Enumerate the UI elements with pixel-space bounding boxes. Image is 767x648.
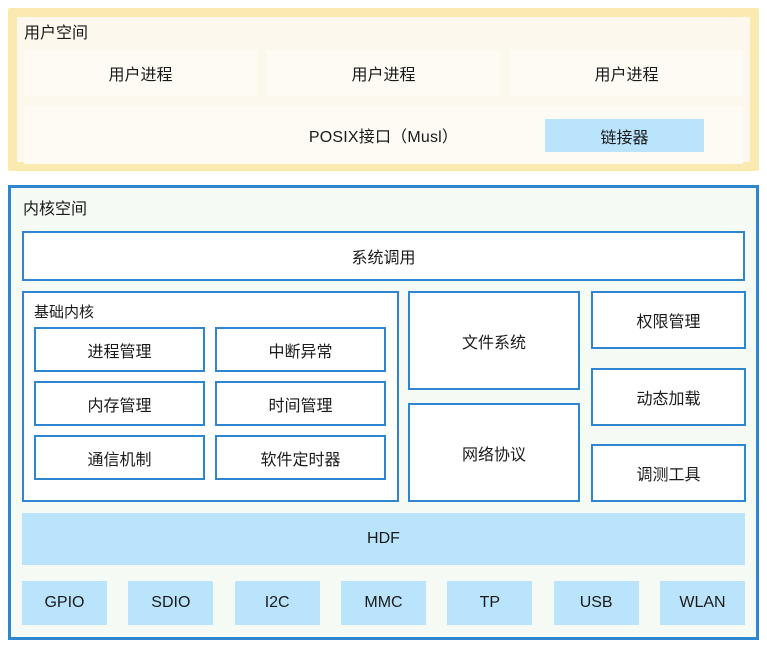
file-system-box[interactable]: 文件系统	[408, 291, 580, 390]
kernel-space-panel: 内核空间 系统调用 基础内核 进程管理 中断异常 内存管理 时间管理	[8, 185, 759, 640]
base-kernel-module-label-2: 中断异常	[268, 343, 333, 361]
debug-tools-label: 调测工具	[636, 467, 701, 484]
driver-chip-label-2: SDIO	[151, 594, 191, 611]
driver-chip-i2c[interactable]: I2C	[234, 581, 320, 625]
user-process-label-1: 用户进程	[108, 67, 173, 84]
user-process-row: 用户进程 用户进程 用户进程	[24, 50, 743, 96]
base-kernel-module-interrupt[interactable]: 中断异常	[215, 327, 386, 372]
base-kernel-module-ipc[interactable]: 通信机制	[34, 435, 205, 480]
driver-chip-label-4: MMC	[364, 594, 403, 611]
driver-chip-mmc[interactable]: MMC	[340, 581, 426, 625]
base-kernel-module-label-4: 时间管理	[268, 397, 333, 415]
driver-chip-label-6: USB	[579, 594, 613, 611]
user-process-box-2[interactable]: 用户进程	[267, 50, 500, 96]
posix-band: POSIX接口（Musl） 链接器	[24, 106, 743, 164]
debug-tools-box[interactable]: 调测工具	[591, 444, 746, 502]
driver-chip-label-7: WLAN	[679, 594, 726, 611]
base-kernel-module-process[interactable]: 进程管理	[34, 327, 205, 372]
driver-chip-row: GPIO SDIO I2C MMC TP USB WLAN	[22, 581, 745, 625]
base-kernel-module-time[interactable]: 时间管理	[215, 381, 386, 426]
dynamic-loading-label: 动态加载	[636, 390, 701, 408]
permission-management-box[interactable]: 权限管理	[591, 291, 746, 349]
system-call-label: 系统调用	[351, 250, 416, 267]
base-kernel-module-label-3: 内存管理	[87, 397, 152, 415]
kernel-middle-column: 文件系统 网络协议	[408, 291, 580, 502]
network-protocol-label: 网络协议	[461, 446, 526, 464]
base-kernel-module-label-1: 进程管理	[87, 343, 152, 361]
driver-chip-wlan[interactable]: WLAN	[659, 581, 745, 625]
linker-label: 链接器	[600, 129, 649, 147]
driver-chip-sdio[interactable]: SDIO	[128, 581, 214, 625]
driver-chip-tp[interactable]: TP	[447, 581, 533, 625]
user-space-panel: 用户空间 用户进程 用户进程 用户进程 POSIX接口（Musl） 链接器	[8, 8, 759, 171]
dynamic-loading-box[interactable]: 动态加载	[591, 367, 746, 426]
user-space-title: 用户空间	[24, 25, 89, 42]
base-kernel-module-label-6: 软件定时器	[260, 451, 341, 469]
linker-box[interactable]: 链接器	[545, 119, 704, 152]
driver-chip-label-5: TP	[479, 594, 501, 611]
driver-chip-gpio[interactable]: GPIO	[22, 581, 107, 625]
user-process-label-2: 用户进程	[351, 67, 416, 84]
user-space-inner: 用户空间 用户进程 用户进程 用户进程 POSIX接口（Musl） 链接器	[17, 17, 750, 164]
file-system-label: 文件系统	[461, 334, 526, 352]
user-process-box-1[interactable]: 用户进程	[24, 50, 257, 96]
base-kernel-title: 基础内核	[34, 304, 95, 321]
network-protocol-box[interactable]: 网络协议	[408, 403, 580, 502]
kernel-space-title: 内核空间	[23, 201, 88, 218]
driver-chip-label-1: GPIO	[44, 594, 85, 611]
hdf-band[interactable]: HDF	[22, 513, 745, 565]
base-kernel-grid: 进程管理 中断异常 内存管理 时间管理 通信机制 软件定时器	[34, 327, 387, 480]
base-kernel-module-label-5: 通信机制	[87, 451, 152, 469]
system-call-box[interactable]: 系统调用	[22, 231, 745, 281]
driver-chip-usb[interactable]: USB	[553, 581, 639, 625]
base-kernel-group: 基础内核 进程管理 中断异常 内存管理 时间管理 通信机制 软件定时	[22, 291, 399, 502]
base-kernel-module-memory[interactable]: 内存管理	[34, 381, 205, 426]
posix-interface-label: POSIX接口（Musl）	[308, 129, 459, 146]
hdf-label: HDF	[367, 530, 400, 547]
base-kernel-module-timer[interactable]: 软件定时器	[215, 435, 386, 480]
kernel-right-column: 权限管理 动态加载 调测工具	[591, 291, 746, 502]
user-process-box-3[interactable]: 用户进程	[510, 50, 743, 96]
permission-management-label: 权限管理	[636, 314, 701, 331]
driver-chip-label-3: I2C	[264, 594, 290, 611]
user-process-label-3: 用户进程	[594, 67, 659, 84]
